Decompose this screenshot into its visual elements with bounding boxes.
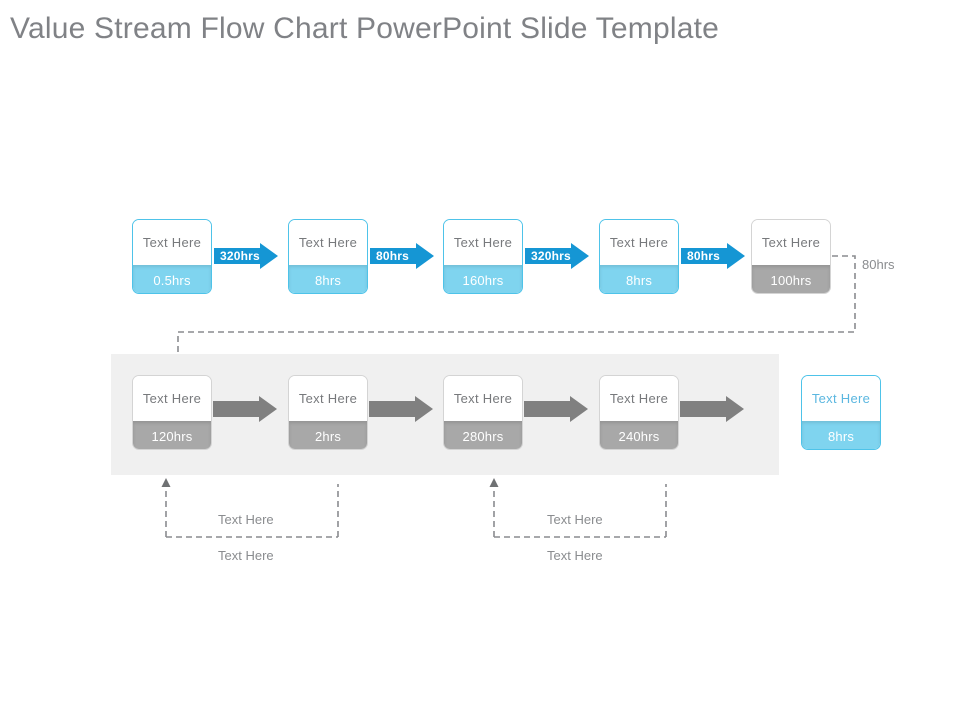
- final-node[interactable]: Text Here 8hrs: [801, 375, 881, 450]
- node-label: Text Here: [444, 220, 522, 265]
- bracket-2: [489, 478, 667, 538]
- bottom-row-arrow-4: [680, 396, 744, 422]
- node-hours: 100hrs: [752, 265, 830, 293]
- bottom-row-node-3[interactable]: Text Here 280hrs: [443, 375, 523, 450]
- node-hours: 8hrs: [600, 265, 678, 293]
- node-label: Text Here: [600, 376, 678, 421]
- node-hours: 120hrs: [133, 421, 211, 449]
- bottom-row-node-1[interactable]: Text Here 120hrs: [132, 375, 212, 450]
- bottom-row-arrow-3: [524, 396, 588, 422]
- node-label: Text Here: [600, 220, 678, 265]
- top-row-arrow-1: 320hrs: [214, 243, 278, 269]
- bottom-row-arrow-1: [213, 396, 277, 422]
- top-row-arrow-3: 320hrs: [525, 243, 589, 269]
- bottom-row-node-2[interactable]: Text Here 2hrs: [288, 375, 368, 450]
- bracket-1: [161, 478, 339, 538]
- node-label: Text Here: [289, 376, 367, 421]
- bottom-row-arrow-2: [369, 396, 433, 422]
- bracket-1-outer-label: Text Here: [218, 548, 274, 563]
- bracket-1-inner-label: Text Here: [218, 512, 274, 527]
- node-hours: 240hrs: [600, 421, 678, 449]
- node-hours: 8hrs: [802, 421, 880, 449]
- node-label: Text Here: [289, 220, 367, 265]
- top-row-node-4[interactable]: Text Here 8hrs: [599, 219, 679, 294]
- node-label: Text Here: [133, 376, 211, 421]
- top-row-node-1[interactable]: Text Here 0.5hrs: [132, 219, 212, 294]
- node-hours: 280hrs: [444, 421, 522, 449]
- node-label: Text Here: [752, 220, 830, 265]
- top-row-arrow-2: 80hrs: [370, 243, 434, 269]
- node-hours: 160hrs: [444, 265, 522, 293]
- top-row-node-3[interactable]: Text Here 160hrs: [443, 219, 523, 294]
- connector-hours-label: 80hrs: [862, 257, 895, 272]
- top-row-arrow-4: 80hrs: [681, 243, 745, 269]
- page-title: Value Stream Flow Chart PowerPoint Slide…: [10, 12, 720, 45]
- node-hours: 8hrs: [289, 265, 367, 293]
- node-hours: 0.5hrs: [133, 265, 211, 293]
- bottom-row-node-4[interactable]: Text Here 240hrs: [599, 375, 679, 450]
- node-label: Text Here: [802, 376, 880, 421]
- node-label: Text Here: [133, 220, 211, 265]
- node-hours: 2hrs: [289, 421, 367, 449]
- top-row-node-5[interactable]: Text Here 100hrs: [751, 219, 831, 294]
- node-label: Text Here: [444, 376, 522, 421]
- bracket-2-outer-label: Text Here: [547, 548, 603, 563]
- top-row-node-2[interactable]: Text Here 8hrs: [288, 219, 368, 294]
- bracket-2-inner-label: Text Here: [547, 512, 603, 527]
